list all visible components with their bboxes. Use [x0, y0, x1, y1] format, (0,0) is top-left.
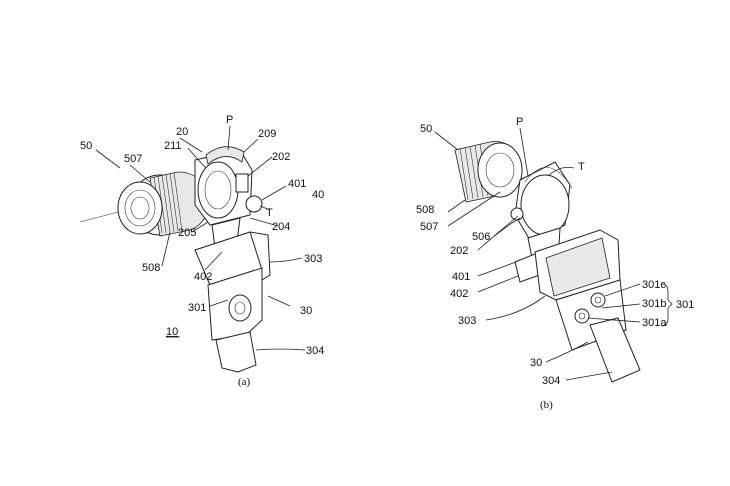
label-a-p: P [226, 114, 233, 126]
label-b-402: 402 [450, 288, 468, 300]
optical-axis [79, 211, 119, 223]
label-b-304: 304 [542, 375, 560, 387]
figure-a: 50 507 20 P 209 211 202 401 40 T 204 205… [79, 114, 324, 388]
mount-cover-b [520, 174, 570, 236]
label-b-301b: 301b [642, 298, 666, 310]
label-b-508: 508 [416, 204, 434, 216]
lens-unit-b [454, 141, 523, 203]
label-b-401: 401 [452, 271, 470, 283]
lens-rear-glass-b [485, 152, 515, 188]
label-a-204: 204 [272, 221, 290, 233]
label-a-202: 202 [272, 151, 290, 163]
caption-b: (b) [540, 399, 553, 411]
label-a-301: 301 [188, 302, 206, 314]
display-screen [545, 237, 611, 297]
label-a-205: 205 [178, 227, 196, 239]
top-rim [205, 146, 245, 165]
lens-front [117, 181, 163, 235]
label-a-303: 303 [304, 253, 322, 265]
tilt-knob [245, 195, 263, 213]
figure-b: 50 P T 508 507 506 202 401 402 303 301c … [416, 116, 694, 411]
lens-glass-outer [124, 189, 156, 227]
label-a-40: 40 [312, 189, 324, 201]
label-b-507: 507 [420, 221, 438, 233]
gimbal-head-a [194, 146, 263, 256]
label-b-301: 301 [676, 299, 694, 311]
handle [215, 331, 257, 373]
label-b-p: P [516, 116, 523, 128]
label-b-303: 303 [458, 315, 476, 327]
leader-lines-a [95, 125, 306, 351]
label-b-50: 50 [420, 123, 432, 135]
handle-b [589, 317, 641, 383]
label-b-506: 506 [472, 231, 490, 243]
label-a-50: 50 [80, 140, 92, 152]
tilt-knob-b [510, 207, 524, 221]
label-a-209: 209 [258, 128, 276, 140]
button-301c [590, 292, 606, 308]
button-301a [574, 308, 590, 324]
button-301c-center [594, 296, 602, 304]
tilt-arc-b [524, 167, 573, 189]
button-301a-center [578, 312, 586, 320]
label-b-301c: 301c [642, 279, 666, 291]
label-a-402: 402 [194, 271, 212, 283]
label-a-507: 507 [124, 153, 142, 165]
label-a-304: 304 [306, 345, 324, 357]
grip-unit-b [514, 229, 641, 383]
label-a-508: 508 [142, 262, 160, 274]
lens-glass-inner [130, 196, 150, 220]
label-a-401: 401 [288, 178, 306, 190]
holder-side [249, 231, 271, 281]
label-a-20: 20 [176, 126, 188, 138]
label-a-30: 30 [300, 305, 312, 317]
side-button [235, 173, 249, 193]
lens-mount-b [477, 142, 523, 198]
label-a-10: 10 [166, 326, 178, 338]
control-dial [228, 294, 252, 322]
label-b-t: T [578, 161, 585, 173]
leader-lines-b [434, 127, 673, 381]
caption-a: (a) [238, 376, 251, 388]
mount-ring [197, 161, 239, 219]
label-a-211: 211 [164, 140, 182, 152]
label-a-t: T [266, 207, 273, 219]
mount-opening [204, 170, 232, 210]
label-b-30: 30 [530, 357, 542, 369]
label-b-301a: 301a [642, 317, 667, 329]
control-dial-center [234, 301, 246, 315]
grip-unit-a [194, 231, 271, 373]
label-b-202: 202 [450, 245, 468, 257]
